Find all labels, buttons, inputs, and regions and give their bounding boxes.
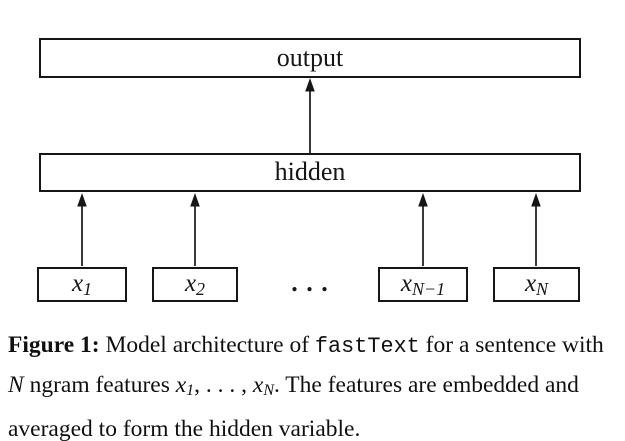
- caption-text: . The features are embedded and: [273, 372, 579, 398]
- caption-text: Model architecture of: [99, 332, 315, 358]
- arrow-hidden-to-output: [305, 78, 315, 153]
- caption-dots: , . . . ,: [194, 372, 253, 398]
- output-layer-label: output: [276, 43, 344, 72]
- hidden-layer-label: hidden: [274, 157, 346, 186]
- arrow-head-icon: [190, 193, 200, 207]
- input-xn-1-subscript: N−1: [411, 279, 446, 299]
- caption-figure-label: Figure 1:: [8, 332, 100, 358]
- input-x1-base: x: [71, 270, 84, 297]
- caption-xn-subscript: N: [263, 382, 274, 399]
- caption-x1-base: x: [175, 372, 187, 398]
- caption-text: ngram features: [23, 372, 176, 398]
- input-node-x1: x1: [37, 267, 127, 302]
- caption-text: for a sentence with: [419, 332, 604, 358]
- input-x1-subscript: 1: [83, 279, 93, 299]
- input-node-xn-1: xN−1: [378, 267, 468, 302]
- caption-line-3: averaged to form the hidden variable.: [8, 410, 622, 441]
- input-node-xn: xN: [493, 267, 580, 302]
- arrow-head-icon: [305, 78, 315, 92]
- arrow-head-icon: [77, 193, 87, 207]
- input-xn-1-base: x: [400, 270, 412, 297]
- caption-line-1: Figure 1: Model architecture of fastText…: [8, 326, 622, 366]
- caption-text: averaged to form the hidden variable.: [8, 416, 361, 441]
- ellipsis-dots: . . .: [291, 268, 329, 297]
- arrow-xn-to-hidden: [531, 193, 541, 266]
- caption-x1-subscript: 1: [186, 382, 195, 399]
- input-xn-base: x: [524, 270, 537, 297]
- caption-xn-base: x: [252, 372, 264, 398]
- arrow-head-icon: [531, 193, 541, 207]
- caption-n-variable: N: [8, 372, 24, 398]
- input-x2-base: x: [184, 270, 197, 297]
- input-x2-subscript: 2: [196, 279, 206, 299]
- figure-caption: Figure 1: Model architecture of fastText…: [8, 326, 622, 441]
- arrow-head-icon: [418, 193, 428, 207]
- hidden-layer-node: hidden: [39, 153, 581, 192]
- input-node-x2: x2: [152, 267, 238, 302]
- caption-line-2: N ngram features x1, . . . , xN. The fea…: [8, 366, 622, 410]
- arrow-x1-to-hidden: [77, 193, 87, 266]
- input-xn-subscript: N: [536, 279, 549, 299]
- output-layer-node: output: [39, 38, 581, 78]
- arrow-x2-to-hidden: [190, 193, 200, 266]
- caption-fasttext-name: fastText: [314, 334, 420, 359]
- arrow-xn-1-to-hidden: [418, 193, 428, 266]
